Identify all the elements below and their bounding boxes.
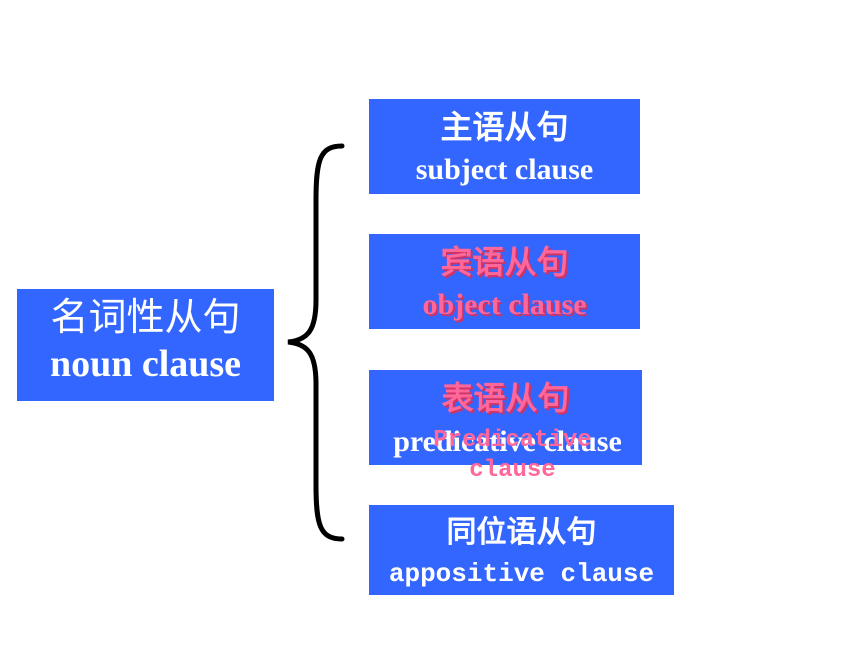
predicative-clause-en: predicative clause xyxy=(393,425,622,458)
object-clause-zh: 宾语从句 xyxy=(440,243,569,281)
subject-clause-en: subject clause xyxy=(415,153,594,186)
curly-brace xyxy=(287,143,345,542)
appositive-clause-box: 同位语从句 appositive clause xyxy=(369,505,674,595)
appositive-clause-en: appositive clause xyxy=(388,559,655,589)
predicative-clause-box: 表语从句 predicative clause Predicative clau… xyxy=(369,370,642,484)
noun-clause-zh: 名词性从句 xyxy=(50,295,241,339)
object-clause-en: object clause xyxy=(422,288,587,321)
noun-clause-box: 名词性从句 noun clause xyxy=(17,289,274,401)
predicative-clause-zh: 表语从句 xyxy=(441,379,570,417)
subject-clause-zh: 主语从句 xyxy=(440,108,569,146)
appositive-clause-zh: 同位语从句 xyxy=(446,515,597,550)
predicative-clause-en-overlay: Predicative clause xyxy=(433,427,592,484)
object-clause-box: 宾语从句 object clause xyxy=(369,234,640,329)
subject-clause-box: 主语从句 subject clause xyxy=(369,99,640,194)
noun-clause-en: noun clause xyxy=(49,343,242,385)
